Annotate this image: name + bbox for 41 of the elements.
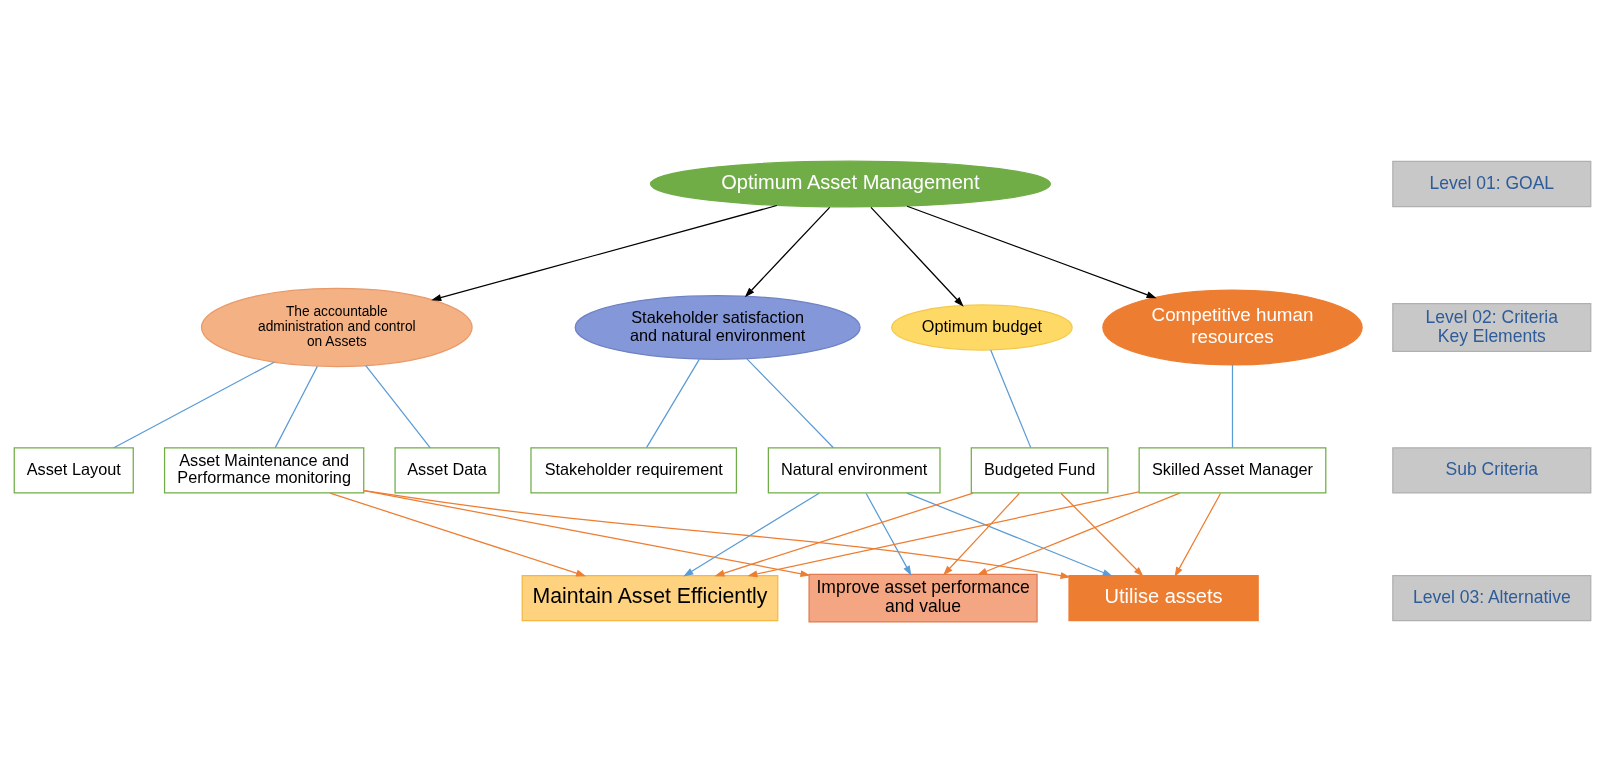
node-box: Asset Data (393, 446, 500, 494)
arrow (744, 206, 830, 297)
connector (364, 364, 431, 448)
connector (745, 357, 834, 448)
arrow (1174, 492, 1221, 577)
node-box: Asset Layout (13, 446, 134, 494)
node-box: Level 03: Alternative (1391, 574, 1591, 621)
node-ellipse: Optimum budget (890, 303, 1073, 351)
arrow (906, 205, 1157, 298)
arrow (869, 206, 964, 307)
arrow (942, 492, 1020, 575)
node-box: Level 02: Criteria Key Elements (1391, 302, 1591, 352)
node-box: Natural environment (767, 446, 941, 494)
arrow (713, 491, 974, 576)
node-box: Skilled Asset Manager (1138, 446, 1326, 494)
node-box: Budgeted Fund (970, 446, 1108, 494)
node-ellipse: The accountable administration and control on Assets (200, 287, 473, 367)
arrow (976, 491, 1180, 575)
node-box: Maintain Asset Efficiently (521, 574, 778, 621)
connector (645, 358, 700, 448)
node-box: Sub Criteria (1391, 446, 1591, 494)
arrow (905, 491, 1113, 576)
arrow (362, 489, 1071, 579)
node-box: Level 01: GOAL (1391, 160, 1591, 207)
node-ellipse: Stakeholder satisfaction and natural environment (574, 294, 861, 360)
node-ellipse: Optimum Asset Management (649, 160, 1051, 208)
connector (1231, 363, 1233, 448)
node-box: Stakeholder requirement (529, 446, 737, 494)
node-box: Asset Maintenance and Performance monitoring (163, 446, 364, 494)
arrow (430, 204, 777, 301)
connector (274, 365, 318, 448)
arrow (682, 492, 820, 576)
node-box: Utilise assets (1067, 574, 1259, 621)
node-box: Improve asset performance and value (807, 573, 1038, 623)
arrow (328, 491, 586, 576)
arrow (746, 490, 1140, 577)
connector (989, 348, 1031, 448)
arrow (362, 489, 810, 577)
connector (112, 361, 275, 448)
arrow (865, 492, 911, 576)
arrow (1060, 492, 1144, 577)
